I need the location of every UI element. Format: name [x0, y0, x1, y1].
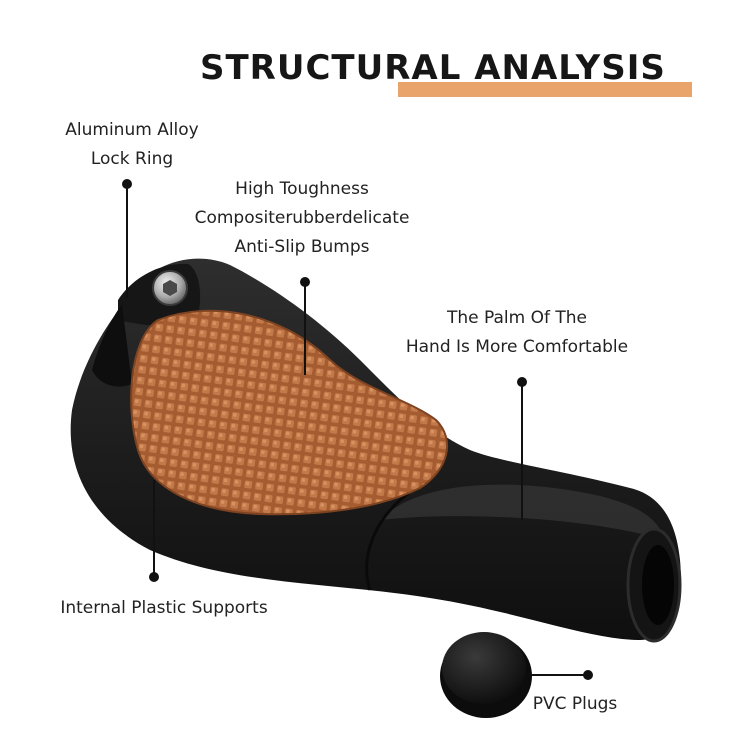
palm-label-line2: Hand Is More Comfortable [405, 337, 629, 357]
rubber-label-line3: Anti-Slip Bumps [234, 237, 370, 257]
plugs-label: PVC Plugs [524, 690, 626, 719]
lock-ring-label-line1: Aluminum Alloy [65, 120, 199, 140]
lock-ring-label-line2: Lock Ring [90, 149, 174, 169]
lock-ring-label: Aluminum Alloy Lock Ring [50, 116, 214, 174]
title-accent-bar [398, 82, 692, 97]
lock-ring-bolt-icon [152, 270, 188, 306]
page-title: STRUCTURAL ANALYSIS [200, 48, 666, 88]
plugs-label-line1: PVC Plugs [532, 694, 618, 714]
rubber-label-line2: Compositerubberdelicate [194, 208, 410, 228]
palm-label: The Palm Of The Hand Is More Comfortable [386, 304, 648, 362]
rubber-label: High Toughness Compositerubberdelicate A… [170, 175, 434, 262]
supports-label-line1: Internal Plastic Supports [60, 598, 268, 618]
rubber-label-line1: High Toughness [235, 179, 369, 199]
palm-label-line1: The Palm Of The [446, 308, 587, 328]
title-block: STRUCTURAL ANALYSIS [200, 48, 700, 100]
pvc-plug [440, 632, 532, 718]
supports-label: Internal Plastic Supports [40, 594, 288, 623]
anti-slip-rubber-pad [130, 309, 449, 516]
